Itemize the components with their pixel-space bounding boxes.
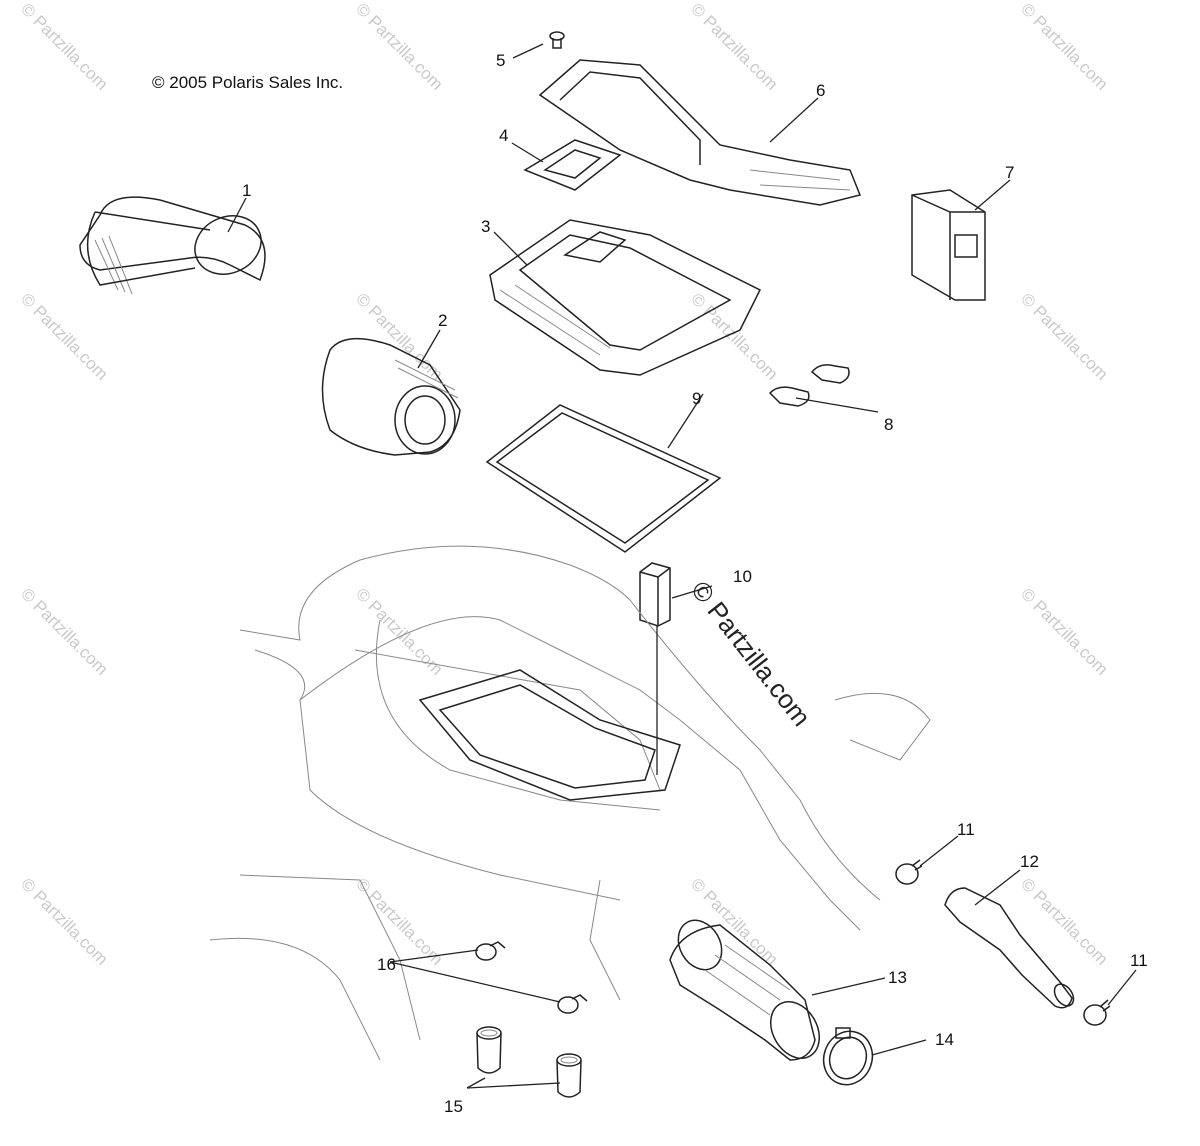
callout-1: 1 bbox=[242, 181, 251, 200]
svg-text:© Partzilla.com: © Partzilla.com bbox=[1017, 584, 1111, 678]
callout-7: 7 bbox=[1005, 163, 1014, 182]
callout-10: 10 bbox=[733, 567, 752, 586]
leader-lines bbox=[227, 43, 1137, 1089]
callout-11-upper: 11 bbox=[957, 820, 975, 839]
svg-text:© Partzilla.com: © Partzilla.com bbox=[17, 584, 111, 678]
part-12-hose bbox=[944, 887, 1075, 1009]
watermark-grid: © Partzilla.com © Partzilla.com © Partzi… bbox=[17, 0, 1111, 969]
part-2-inner-filter bbox=[321, 337, 461, 456]
svg-text:© Partzilla.com: © Partzilla.com bbox=[17, 874, 111, 968]
callout-5: 5 bbox=[496, 51, 505, 70]
part-11-clamp-lower bbox=[1083, 999, 1111, 1026]
callout-9: 9 bbox=[692, 389, 701, 408]
callout-14: 14 bbox=[935, 1030, 954, 1049]
callout-11-lower: 11 bbox=[1130, 951, 1148, 970]
part-8-clips bbox=[768, 364, 850, 407]
part-7-foam-block bbox=[911, 189, 986, 301]
center-watermark: © Partzilla.com bbox=[685, 575, 817, 732]
part-3-airbox-cover bbox=[489, 219, 762, 376]
part-11-clamp-upper bbox=[895, 859, 923, 885]
svg-text:© Partzilla.com: © Partzilla.com bbox=[687, 289, 781, 383]
part-6-intake-duct bbox=[538, 59, 862, 206]
svg-text:© Partzilla.com: © Partzilla.com bbox=[687, 0, 781, 94]
svg-text:© Partzilla.com: © Partzilla.com bbox=[352, 874, 446, 968]
callout-12: 12 bbox=[1020, 852, 1039, 871]
svg-text:© Partzilla.com: © Partzilla.com bbox=[17, 0, 111, 94]
svg-text:© Partzilla.com: © Partzilla.com bbox=[17, 289, 111, 383]
part-15-sleeve-left bbox=[476, 1026, 502, 1074]
svg-text:© Partzilla.com: © Partzilla.com bbox=[1017, 289, 1111, 383]
part-4-gasket bbox=[523, 139, 622, 191]
callout-16: 16 bbox=[377, 955, 396, 974]
copyright-text: © 2005 Polaris Sales Inc. bbox=[152, 73, 343, 92]
part-16-clip-lower bbox=[557, 994, 588, 1014]
part-5-fastener bbox=[549, 31, 565, 49]
callout-8: 8 bbox=[884, 415, 893, 434]
callout-6: 6 bbox=[816, 81, 825, 100]
svg-text:© Partzilla.com: © Partzilla.com bbox=[1017, 874, 1111, 968]
callout-15: 15 bbox=[444, 1097, 463, 1116]
part-14-hose-clamp bbox=[822, 1027, 874, 1086]
callout-3: 3 bbox=[481, 217, 490, 236]
callout-4: 4 bbox=[499, 126, 508, 145]
svg-text:© Partzilla.com: © Partzilla.com bbox=[352, 0, 446, 94]
part-16-clip-upper bbox=[475, 941, 506, 961]
svg-text:© Partzilla.com: © Partzilla.com bbox=[1017, 0, 1111, 94]
vehicle-body-sketch bbox=[209, 545, 931, 1061]
part-9-seal-frame bbox=[485, 404, 722, 553]
part-10-foam-strip bbox=[639, 562, 671, 627]
svg-text:© Partzilla.com: © Partzilla.com bbox=[352, 584, 446, 678]
part-13-intake-boot bbox=[669, 919, 820, 1061]
part-15-sleeve-right bbox=[556, 1053, 582, 1098]
callout-2: 2 bbox=[438, 311, 447, 330]
part-1-outer-filter bbox=[79, 196, 266, 295]
callout-13: 13 bbox=[888, 968, 907, 987]
